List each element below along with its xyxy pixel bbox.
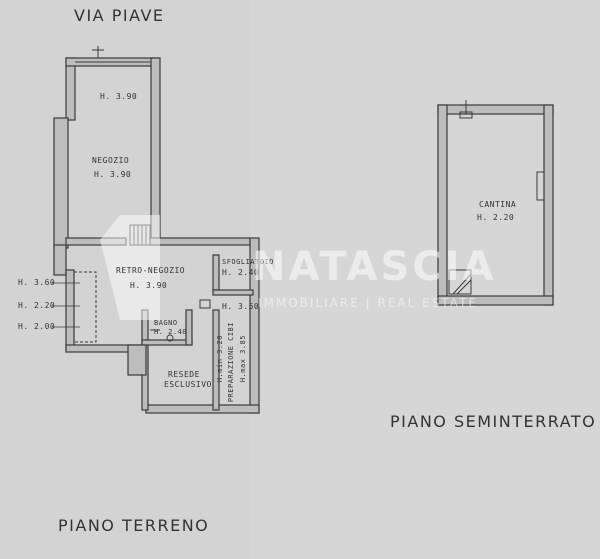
resede-label-line2: ESCLUSIVO	[164, 380, 212, 389]
side-height-1: H. 3.60	[18, 278, 56, 287]
preparazione-max-height: H.max 3.85	[239, 335, 247, 383]
sfogliatoio-height: H. 2.40	[222, 268, 260, 277]
watermark-brand: NATASCIA	[252, 244, 497, 290]
height-350: H. 3.50	[222, 302, 260, 311]
negozio-label: NEGOZIO	[92, 156, 130, 165]
resede-label-line1: RESEDE	[168, 370, 200, 379]
side-height-3: H. 2.00	[18, 322, 56, 331]
street-label: VIA PIAVE	[74, 6, 165, 25]
retro-negozio-height: H. 3.90	[130, 281, 168, 290]
negozio-height: H. 3.90	[94, 170, 132, 179]
side-height-2: H. 2.20	[18, 301, 56, 310]
watermark-logo	[100, 215, 160, 320]
basement-walls	[437, 104, 554, 306]
preparazione-label: PREPARAZIONE CIBI	[227, 322, 235, 403]
negozio-top-height: H. 3.90	[100, 92, 138, 101]
preparazione-min-height: H.min 3.20	[216, 335, 224, 383]
bagno-label: BAGNO	[154, 319, 178, 327]
ground-floor-title: PIANO TERRENO	[58, 516, 210, 535]
watermark-tagline: IMMOBILIARE | REAL ESTATE	[258, 296, 478, 310]
bagno-height: H. 2.40	[154, 328, 188, 336]
cantina-label: CANTINA	[479, 200, 517, 209]
cantina-height: H. 2.20	[477, 213, 515, 222]
basement-title: PIANO SEMINTERRATO	[390, 412, 597, 431]
retro-negozio-label: RETRO-NEGOZIO	[116, 266, 186, 275]
sfogliatoio-label: SFOGLIATOIO	[222, 258, 274, 266]
